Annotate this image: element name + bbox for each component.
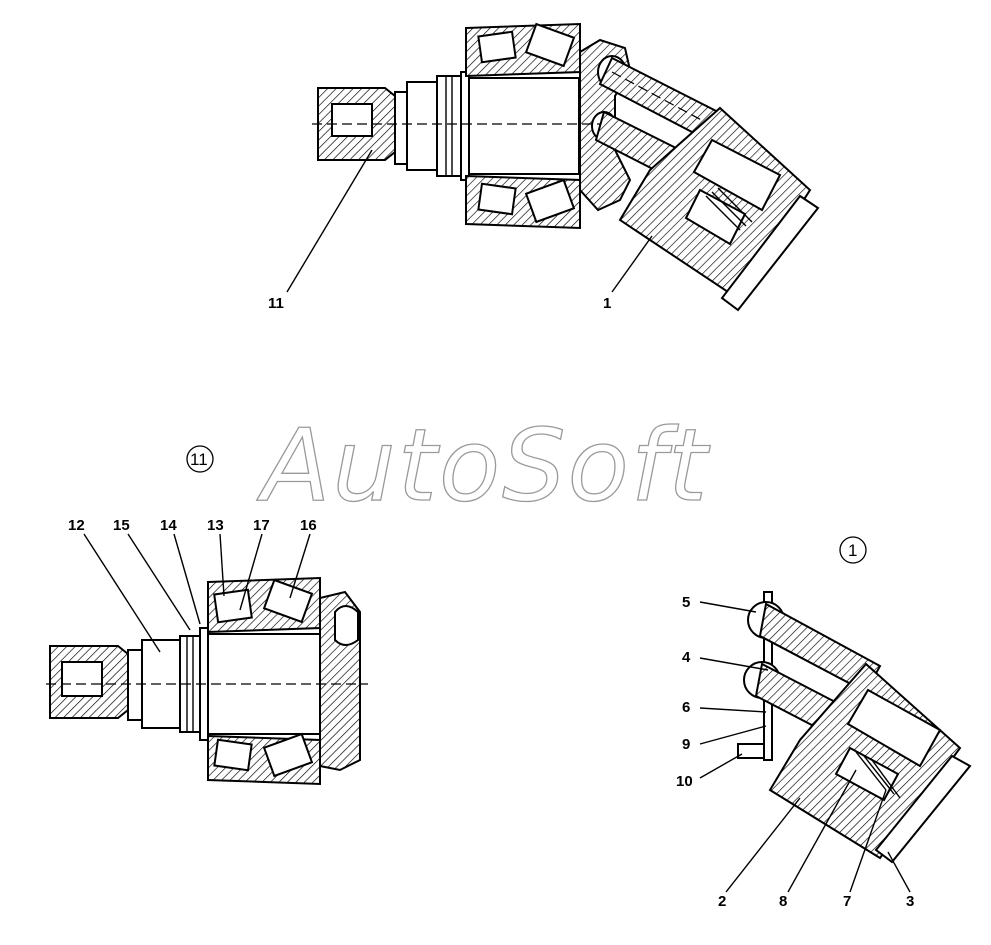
top-assembly [312, 22, 820, 312]
detail-marker-11: 11 [190, 450, 208, 469]
label-17: 17 [253, 517, 270, 534]
label-top-11: 11 [268, 295, 284, 312]
label-12: 12 [68, 517, 85, 534]
label-6: 6 [682, 699, 690, 716]
label-8: 8 [779, 893, 787, 910]
leader-lines [83, 149, 911, 893]
label-16: 16 [300, 517, 317, 534]
label-2: 2 [718, 893, 726, 910]
label-10: 10 [676, 773, 693, 790]
detail-marker-1: 1 [848, 541, 857, 560]
label-4: 4 [682, 649, 691, 666]
label-15: 15 [113, 517, 130, 534]
detail-11-shaft-assembly [46, 576, 368, 786]
label-14: 14 [160, 517, 177, 534]
detail-1-piston-assembly [737, 591, 972, 864]
label-13: 13 [207, 517, 224, 534]
label-9: 9 [682, 736, 690, 753]
watermark: AutoSoft [256, 407, 711, 524]
label-3: 3 [906, 893, 914, 910]
detail-marker-1-circle [839, 536, 867, 564]
label-5: 5 [682, 594, 690, 611]
label-top-1: 1 [603, 295, 611, 312]
label-7: 7 [843, 893, 851, 910]
detail-marker-11-circle [186, 445, 214, 473]
